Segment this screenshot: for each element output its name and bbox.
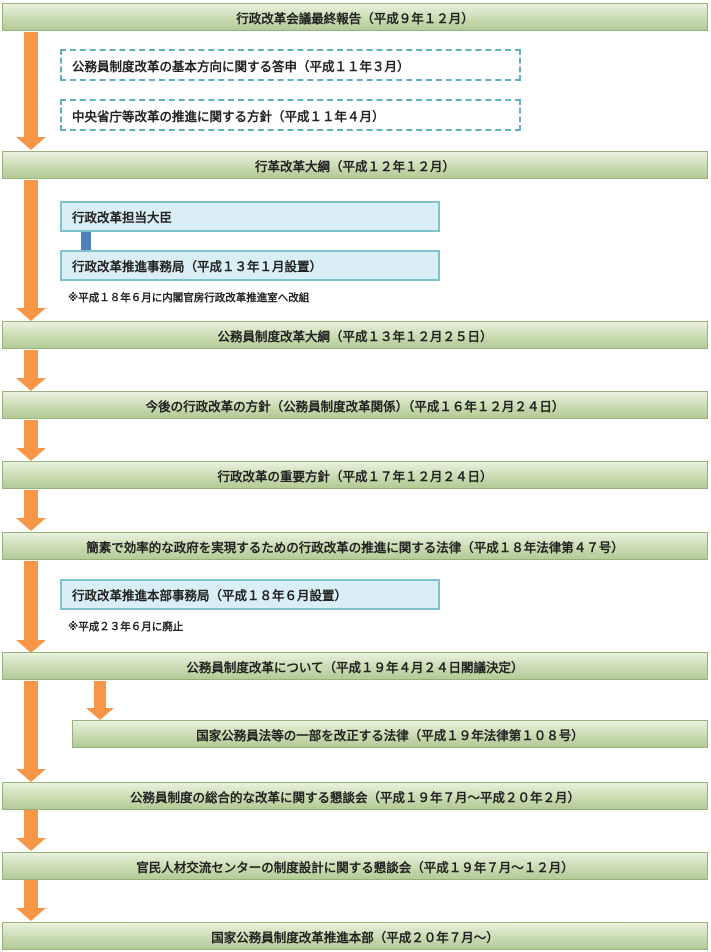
- timeline-bar-2: 行革改革大綱（平成１２年１２月）: [2, 151, 708, 179]
- timeline-bar-3: 公務員制度改革大綱（平成１３年１２月２５日）: [2, 321, 708, 349]
- arrow-2: [16, 180, 46, 321]
- arrow-3: [16, 350, 46, 391]
- dashed-box-2: 中央省庁等改革の推進に関する方針（平成１１年４月）: [60, 99, 521, 131]
- box-connector: [81, 232, 91, 250]
- timeline-bar-5: 行政改革の重要方針（平成１７年１２月２４日）: [2, 461, 708, 489]
- timeline-bar-7: 公務員制度改革について（平成１９年４月２４日閣議決定）: [2, 652, 708, 680]
- timeline-bar-1: 行政改革会議最終報告（平成９年１２月）: [2, 3, 708, 31]
- timeline-bar-10: 国家公務員制度改革推進本部（平成２０年７月～）: [2, 922, 708, 950]
- timeline-bar-8: 公務員制度の総合的な改革に関する懇談会（平成１９年７月～平成２０年２月）: [2, 782, 708, 810]
- arrow-7: [16, 681, 46, 782]
- headquarters-secretariat-box: 行政改革推進本部事務局（平成１８年６月設置）: [60, 579, 440, 610]
- note-1: ※平成１８年６月に内閣官房行政改革推進室へ改組: [68, 292, 310, 304]
- arrow-1: [16, 32, 46, 150]
- arrow-6: [16, 561, 46, 653]
- arrow-9: [16, 880, 46, 921]
- arrow-8: [16, 810, 46, 851]
- secretariat-box: 行政改革推進事務局（平成１３年１月設置）: [60, 250, 440, 281]
- law-amendment-bar: 国家公務員法等の一部を改正する法律（平成１９年法律第１０８号）: [72, 720, 708, 748]
- dashed-box-1: 公務員制度改革の基本方向に関する答申（平成１１年３月）: [60, 49, 521, 81]
- timeline-bar-9: 官民人材交流センターの制度設計に関する懇談会（平成１９年７月～１２月）: [2, 852, 708, 880]
- minister-box: 行政改革担当大臣: [60, 201, 440, 232]
- timeline-bar-4: 今後の行政改革の方針（公務員制度改革関係）（平成１６年１２月２４日）: [2, 391, 708, 419]
- arrow-7b: [86, 681, 114, 720]
- arrow-4: [16, 420, 46, 461]
- note-2: ※平成２３年６月に廃止: [68, 621, 184, 633]
- arrow-5: [16, 490, 46, 531]
- timeline-bar-6: 簡素で効率的な政府を実現するための行政改革の推進に関する法律（平成１８年法律第４…: [2, 532, 708, 560]
